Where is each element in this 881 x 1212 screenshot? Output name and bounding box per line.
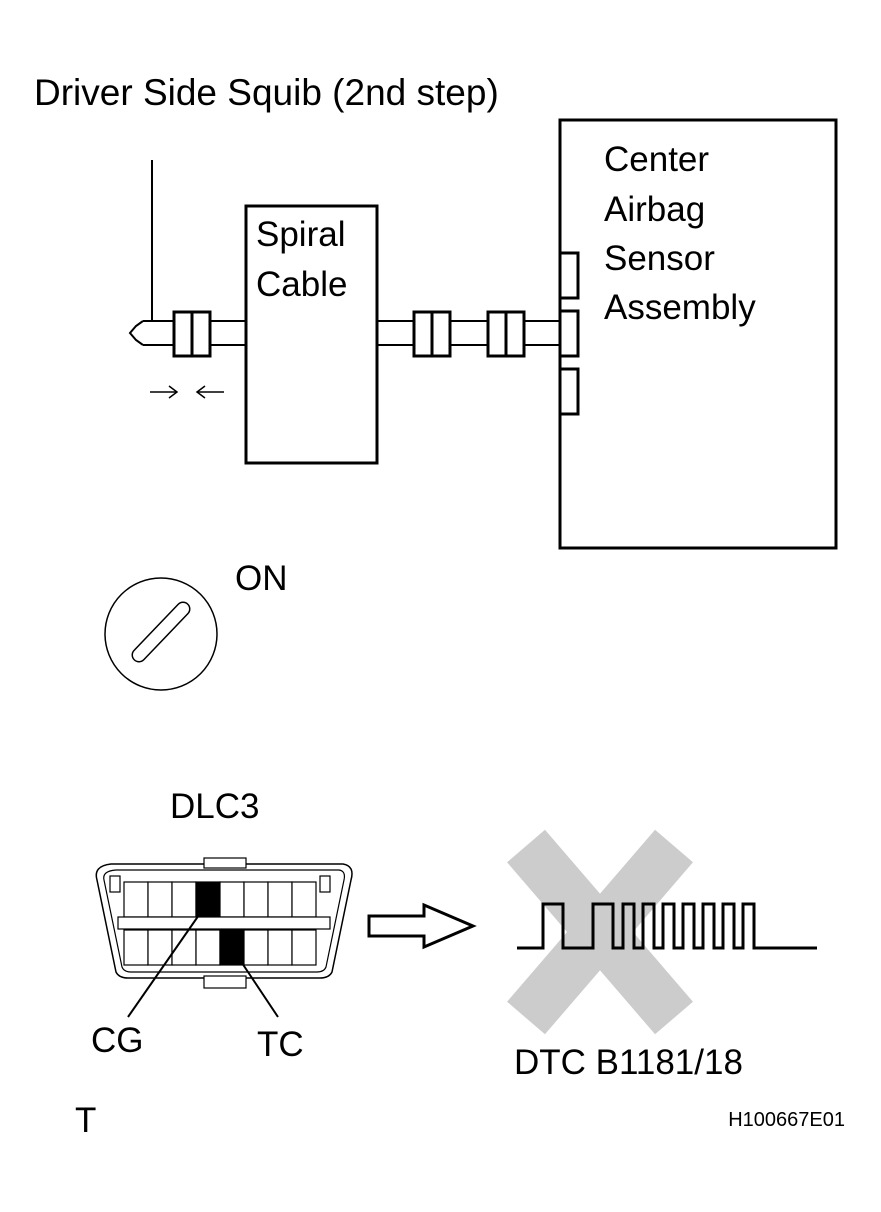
tc-label: TC — [257, 1025, 304, 1064]
dlc-title: DLC3 — [170, 787, 259, 826]
spiral-cable-label-2: Cable — [256, 265, 347, 304]
sensor-label-4: Assembly — [604, 288, 756, 327]
dlc-pin-cavity — [267, 881, 293, 918]
sensor-label-2: Airbag — [604, 190, 705, 229]
dlc-pin-cavity — [243, 881, 269, 918]
result-arrow-icon — [367, 902, 477, 950]
dlc3-connector-icon — [95, 857, 353, 989]
not-output-x-icon — [507, 829, 693, 1035]
dlc-pin-cavity — [171, 881, 197, 918]
dlc-pin-cavity — [123, 929, 149, 966]
spiral-cable-box — [244, 204, 379, 465]
ignition-label: ON — [235, 559, 288, 598]
sensor-harness — [377, 320, 560, 346]
cut-end-icon — [128, 320, 144, 346]
cg-leader-line — [127, 901, 209, 1018]
sensor-label-3: Sensor — [604, 239, 715, 278]
dlc-pin-cavity — [291, 929, 317, 966]
dtc-waveform — [517, 902, 817, 950]
footer-mark: T — [75, 1101, 96, 1140]
figure-code: H100667E01 — [728, 1109, 845, 1131]
dlc-pin-cavity — [123, 881, 149, 918]
sensor-label-1: Center — [604, 140, 709, 179]
cg-pin — [196, 882, 220, 917]
squib-connector — [172, 310, 212, 358]
squib-title: Driver Side Squib (2nd step) — [34, 72, 499, 113]
dtc-label: DTC B1181/18 — [514, 1043, 743, 1082]
ignition-key-icon — [104, 577, 218, 691]
tc-leader-line — [231, 947, 279, 1018]
dlc-pin-cavity — [291, 881, 317, 918]
sensor-assembly-box — [558, 118, 838, 550]
spiral-cable-label-1: Spiral — [256, 215, 345, 254]
sensor-side-connector — [486, 310, 526, 358]
dlc-pin-cavity — [195, 929, 221, 966]
sensor-ports — [558, 251, 580, 416]
disconnect-arrows-icon — [150, 385, 224, 399]
dlc-pin-cavity — [147, 881, 173, 918]
dlc-pin-cavity — [219, 881, 245, 918]
cg-label: CG — [91, 1021, 144, 1060]
dlc-center-rib — [117, 916, 331, 930]
spiral-connector — [412, 310, 452, 358]
dlc-pin-cavity — [267, 929, 293, 966]
dlc-pin-cavity — [243, 929, 269, 966]
